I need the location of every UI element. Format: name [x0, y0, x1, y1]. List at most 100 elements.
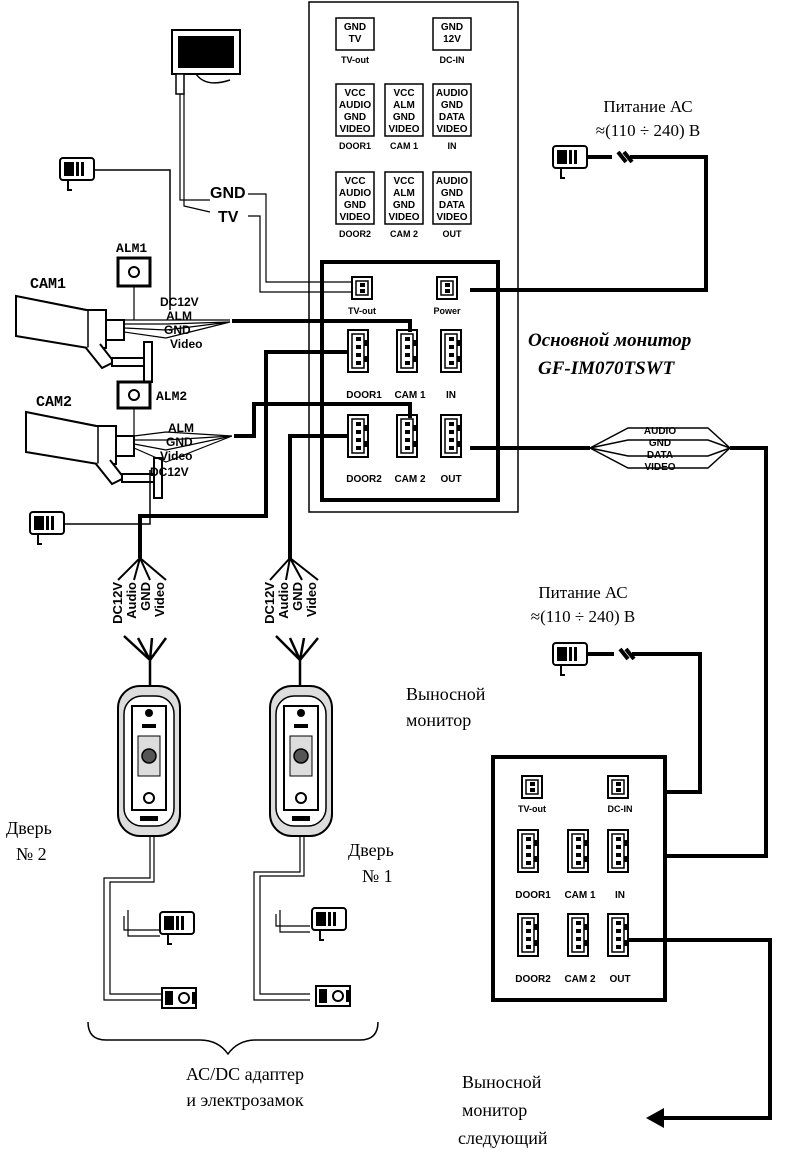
remote-label-dcin: DC-IN: [608, 804, 633, 814]
out-bundle-gnd: GND: [649, 438, 671, 449]
next-monitor-label-3: следующий: [458, 1128, 548, 1148]
door2-number: № 2: [16, 844, 47, 864]
cam2-wire-bundle: [133, 431, 233, 463]
pinout-block-in: [432, 83, 472, 137]
out-bundle-wires: [589, 427, 731, 469]
pinout-line-door2-1: AUDIO: [339, 188, 371, 199]
pinout-line-door2-2: GND: [344, 200, 366, 211]
cam1-to-main-cable: [232, 319, 412, 332]
out-to-remote-in-cable: [628, 446, 768, 858]
pinout-line-cam1-1: ALM: [393, 100, 415, 111]
main-monitor-model: GF-IM070TSWT: [538, 358, 676, 379]
pinout-line-door2-0: VCC: [344, 176, 365, 187]
pinout-line-out-3: VIDEO: [436, 212, 467, 223]
remote-label-cam2: CAM 2: [564, 974, 596, 985]
power-main-plug-icon: [552, 145, 588, 179]
adapter-caption: АС/DC адаптер: [186, 1064, 304, 1084]
cam1-wire-alm: ALM: [166, 309, 192, 323]
pinout-line-door1-0: VCC: [344, 88, 365, 99]
door-left-wire-gnd: GND: [138, 582, 153, 611]
door-left-wire-audio: Audio: [124, 582, 139, 619]
door-right-fan-bottom: [275, 635, 319, 688]
pinout-block-out: [432, 171, 472, 225]
remote-label-door1: DOOR1: [515, 890, 551, 901]
pinout-line-in-0: AUDIO: [436, 88, 468, 99]
remote-monitor-label: Выносной: [406, 684, 486, 704]
cam1-wire-gnd: GND: [164, 323, 191, 337]
pinout-line-cam1-2: GND: [393, 112, 415, 123]
next-monitor-label-2: монитор: [462, 1100, 527, 1120]
cam1-camera-icon: [15, 295, 153, 383]
pinout-caption-dcin: DC-IN: [440, 55, 465, 65]
pinout-line-cam2-1: ALM: [393, 188, 415, 199]
pinout-block-door1: [335, 83, 375, 137]
door-right-wire-dc12v: DC12V: [262, 582, 277, 624]
cam2-camera-icon: [25, 411, 163, 499]
adapter-brace: [87, 1021, 379, 1056]
connector-label-door2: DOOR2: [346, 474, 382, 485]
pinout-line-door1-2: GND: [344, 112, 366, 123]
pinout-line-in-3: VIDEO: [436, 124, 467, 135]
pinout-block-tvout: [335, 17, 375, 51]
pinout-line-tvout-1: TV: [349, 34, 362, 45]
pinout-line-cam1-0: VCC: [393, 88, 414, 99]
pinout-line-door1-3: VIDEO: [339, 124, 370, 135]
power-remote-label: Питание АС: [538, 583, 627, 602]
pinout-line-tvout-0: GND: [344, 22, 366, 33]
remote-out-cable: [628, 938, 772, 1120]
pinout-caption-out: OUT: [443, 229, 463, 239]
main-connector-frame: [320, 260, 500, 502]
door1-label: Дверь: [348, 840, 394, 860]
remote-label-in: IN: [615, 890, 625, 901]
pinout-caption-tvout: TV-out: [341, 55, 369, 65]
pinout-caption-in: IN: [448, 141, 457, 151]
remote-monitor-label-2: монитор: [406, 710, 471, 730]
remote-monitor-panel: [491, 755, 667, 1002]
pinout-line-in-2: DATA: [439, 112, 465, 123]
cam2-power-plug-icon: [29, 511, 65, 545]
pinout-caption-door2: DOOR2: [339, 229, 371, 239]
door2-main-cable: [288, 434, 348, 560]
pinout-line-cam1-3: VIDEO: [388, 124, 419, 135]
main-monitor-title: Основной монитор: [528, 330, 691, 351]
door2-label: Дверь: [6, 818, 52, 838]
door-right-wire-audio: Audio: [276, 582, 291, 619]
pinout-line-cam2-2: GND: [393, 200, 415, 211]
cam2-wire-alm: ALM: [168, 421, 194, 435]
tv-monitor-icon: [171, 29, 241, 95]
door2-call-panel-icon: [117, 685, 181, 837]
remote-label-out: OUT: [609, 974, 630, 985]
door2-adapter-plug-icon: [159, 911, 195, 945]
connector-label-out: OUT: [440, 474, 461, 485]
power-main-voltage: ≈(110 ÷ 240) В: [596, 121, 700, 140]
cam1-power-cable: [94, 169, 171, 310]
out-bundle-video: VIDEO: [644, 462, 675, 473]
door-left-wire-dc12v: DC12V: [110, 582, 125, 624]
cam1-label: CAM1: [30, 276, 66, 293]
power-remote-cable: [587, 647, 702, 794]
cam1-wire-dc12v: DC12V: [160, 295, 199, 309]
door1-lock-wiring: [253, 836, 310, 1001]
door1-lock-icon: [315, 985, 351, 1007]
pinout-legend: GNDTVTV-outGND12VDC-INVCCAUDIOGNDVIDEODO…: [335, 17, 472, 239]
pinout-line-cam2-0: VCC: [393, 176, 414, 187]
connector-label-cam1: CAM 1: [394, 390, 426, 401]
door-left-fan-wires: [117, 557, 167, 581]
connector-label-door1: DOOR1: [346, 390, 382, 401]
power-remote-plug-icon: [552, 642, 588, 676]
pinout-line-out-2: DATA: [439, 200, 465, 211]
door1-main-cable: [138, 350, 348, 558]
cam2-power-cable: [64, 470, 151, 525]
pinout-caption-door1: DOOR1: [339, 141, 371, 151]
pinout-line-door1-1: AUDIO: [339, 100, 371, 111]
door1-call-panel-icon: [269, 685, 333, 837]
door-right-wire-video: Video: [304, 582, 319, 617]
pinout-block-dcin: [432, 17, 472, 51]
connector-label-cam2: CAM 2: [394, 474, 426, 485]
adapter-caption-sub: и электрозамок: [186, 1090, 304, 1110]
pinout-line-in-1: GND: [441, 100, 463, 111]
cam1-wire-video: Video: [170, 337, 202, 351]
cam1-power-plug-icon: [59, 157, 95, 191]
pinout-block-door2: [335, 171, 375, 225]
